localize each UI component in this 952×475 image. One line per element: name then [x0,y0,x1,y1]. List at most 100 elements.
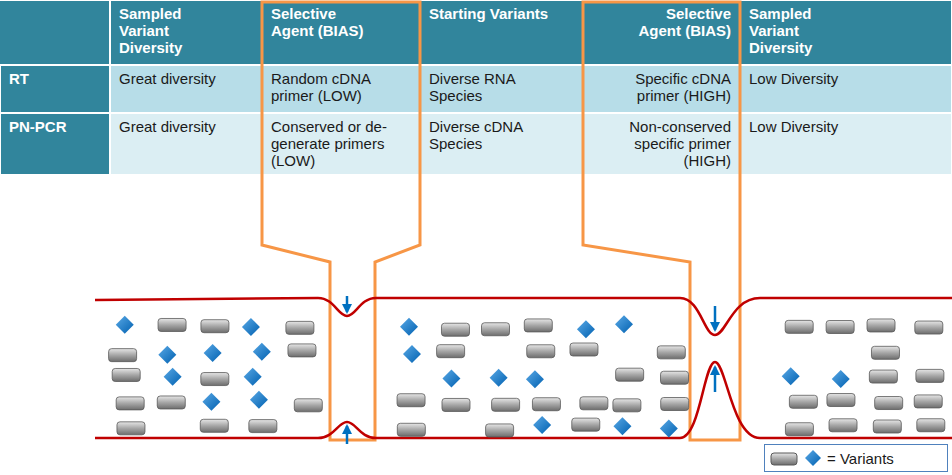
variant-block [826,321,854,334]
variant-diamond [400,318,418,336]
column-header: Sampled Variant Diversity [119,5,214,56]
variant-diamond [253,343,271,361]
variant-diamond [116,316,134,334]
variant-diamond [577,320,595,338]
variant-diamond [660,419,678,437]
variant-diamond [526,370,544,388]
variant-block [441,323,469,336]
variant-diamond [613,417,631,435]
variant-block [158,318,186,331]
table-text: Specific cDNA primer (HIGH) [606,70,731,104]
selection-box [583,2,740,440]
variant-diamond [533,416,551,434]
variant-block [789,395,817,408]
variant-block [486,424,514,437]
table-text: Great diversity [119,70,216,87]
variant-block [915,321,943,334]
row-header: PN-PCR [9,118,67,135]
legend-sample [767,445,827,471]
column-header: Selective Agent (BIAS) [621,5,731,39]
variant-block [916,369,944,382]
table-cell: Non-conserved specific primer (HIGH) [584,114,739,174]
table-cell: Starting Variants [421,1,582,64]
variant-block [827,394,855,407]
table-cell: Sampled Variant Diversity [111,1,261,64]
variant-block [785,320,813,333]
variant-diamond [490,369,508,387]
variant-block [201,320,229,333]
column-header: Selective Agent (BIAS) [271,5,381,39]
variant-block [294,399,322,412]
variant-block [109,349,137,362]
selection-box [262,2,420,440]
variant-diamond [403,345,421,363]
variant-block [286,321,314,334]
table-cell: Low Diversity [741,66,951,112]
variant-block [829,419,857,432]
table-cell: Great diversity [111,66,261,112]
table-text: Low Diversity [749,118,838,135]
table-text: Diverse cDNA Species [429,118,539,152]
variant-diamond [615,315,633,333]
table-cell: Conserved or de-generate primers (LOW) [263,114,419,174]
variant-block [397,423,425,436]
pressure-arrow [714,306,717,330]
variant-diamond [250,391,268,409]
variant-block [112,368,140,381]
variant-diamond [832,370,850,388]
variant-block [616,368,644,381]
table-cell: Diverse cDNA Species [421,114,582,174]
legend-text: = Variants [827,450,894,467]
table-cell: PN-PCR [1,114,109,174]
variant-block [873,420,901,433]
pressure-arrow [346,296,349,312]
tube-wall [95,362,952,438]
variant-diamond [164,368,182,386]
table-text: Diverse RNA Species [429,70,539,104]
variant-block [613,399,641,412]
variant-block [442,398,470,411]
column-header: Starting Variants [429,5,548,22]
variant-diamond [244,368,262,386]
variant-block [482,323,510,336]
table-cell: Selective Agent (BIAS) [263,1,419,64]
variant-diamond [204,344,222,362]
table-text: Random cDNA primer (LOW) [271,70,401,104]
variant-block [572,418,600,431]
variant-block [661,371,689,384]
variant-diamond [158,346,176,364]
variant-block [157,396,185,409]
table-cell: Low Diversity [741,114,951,174]
variant-block [524,319,552,332]
variant-block [875,397,903,410]
table-cell: Diverse RNA Species [421,66,582,112]
variant-block [532,398,560,411]
variant-block [288,344,316,357]
variant-block [914,395,942,408]
variant-block [661,398,689,411]
variant-diamond [242,318,260,336]
variant-block [249,420,277,433]
table-cell: Sampled Variant Diversity [741,1,951,64]
variant-block [570,343,598,356]
pressure-arrow [714,367,717,392]
table-cell [0,1,109,64]
table-cell: Specific cDNA primer (HIGH) [584,66,739,112]
variant-block [527,345,555,358]
variant-diamond [782,367,800,385]
variant-block [117,422,145,435]
table-text: Low Diversity [749,70,838,87]
table-text: Great diversity [119,118,216,135]
pressure-arrow [346,426,349,444]
variant-block [437,345,465,358]
variant-block [917,419,945,432]
tube-wall [95,298,952,335]
variant-block [657,346,685,359]
table-cell: Selective Agent (BIAS) [584,1,739,64]
table-text: Conserved or de-generate primers (LOW) [271,118,401,169]
variant-block [867,319,895,332]
legend-box: = Variants [764,444,948,472]
variant-block [785,423,813,436]
variant-block [580,397,608,410]
table-cell: RT [1,66,109,112]
